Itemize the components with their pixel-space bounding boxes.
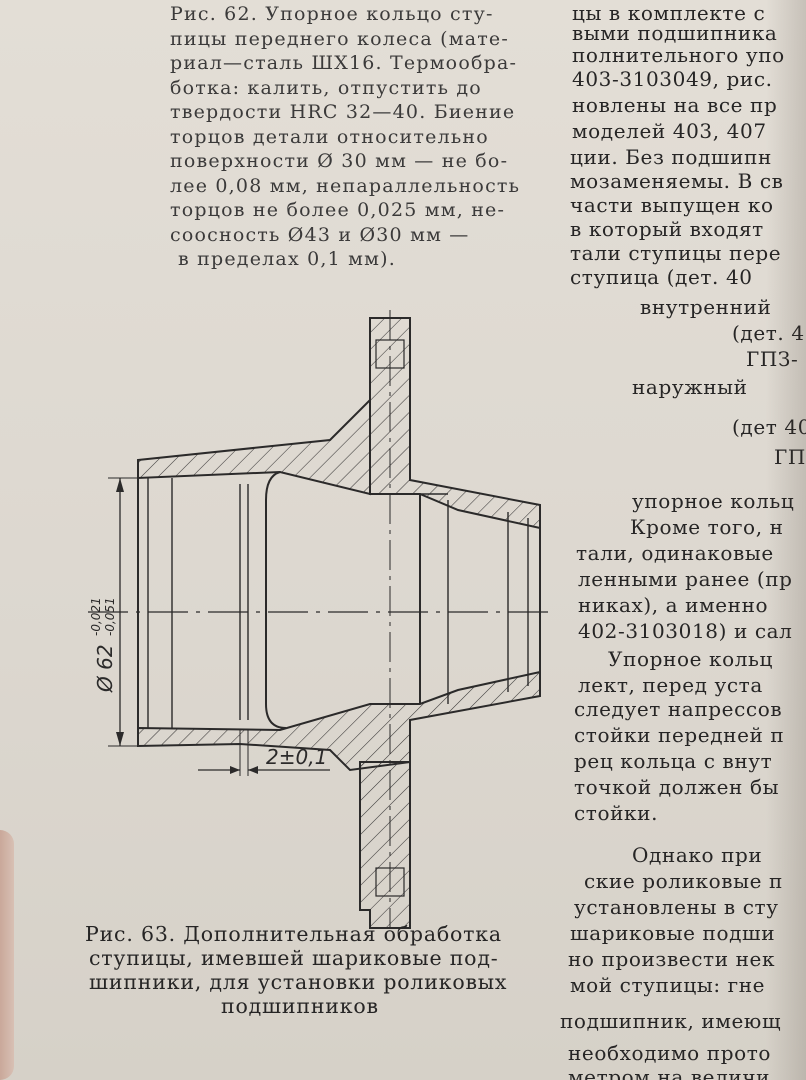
text-line: ГПЗ- — [746, 346, 798, 372]
arrow-head — [248, 766, 258, 774]
text-line: выми подшипника — [572, 21, 778, 45]
text-line: метром на величи — [568, 1065, 771, 1080]
flange-lower — [359, 761, 411, 929]
text-line: необходимо прото — [568, 1041, 772, 1065]
text-line: моделей 403, 407 — [572, 119, 767, 143]
caption-line: подшипников — [221, 994, 379, 1018]
offset-label: 2±0,1 — [266, 745, 327, 769]
text-line: в который входят — [570, 217, 764, 241]
text-line: рец кольца с внут — [574, 749, 773, 773]
caption-line: риал—сталь ШХ16. Термообра- — [170, 52, 518, 74]
text-line: мозаменяемы. В св — [570, 169, 784, 193]
text-line: (дет 40 — [732, 415, 806, 439]
caption-line: торцов детали относительно — [170, 125, 489, 148]
text-line: подшипник, имеющ — [560, 1009, 782, 1033]
text-line: (дет. 4 — [732, 321, 804, 345]
text-line: части выпущен ко — [570, 193, 774, 217]
text-line: точкой должен бы — [574, 775, 780, 799]
text-line: ленными ранее (пр — [578, 567, 793, 591]
arrow-head — [230, 766, 240, 774]
caption-line: лее 0,08 мм, непараллельность — [170, 174, 521, 197]
finger-edge — [0, 830, 14, 1080]
arrow-head — [116, 478, 124, 492]
text-line: шариковые подши — [570, 921, 776, 945]
text-line: полнительного упо — [572, 43, 785, 67]
text-line: 403-3103049, рис. — [572, 67, 773, 91]
text-line: Однако при — [632, 843, 763, 867]
page-shadow — [766, 0, 806, 1080]
text-line: тали, одинаковые — [576, 541, 774, 565]
text-line: Упорное кольц — [608, 647, 773, 671]
caption-line: Рис. 63. Дополнительная обработка — [85, 922, 502, 946]
hub-section-drawing: Ø 62 -0,021 -0,051 2±0,1 — [88, 310, 550, 929]
caption-line: шипники, для установки роликовых — [89, 970, 508, 994]
text-line: упорное кольц — [632, 489, 795, 513]
flange-upper — [369, 317, 541, 530]
text-line: стойки передней п — [574, 723, 785, 747]
caption-line: пицы переднего колеса (мате- — [170, 27, 509, 50]
tolerance-lower: -0,051 — [103, 597, 117, 636]
text-line: ГП — [774, 444, 806, 470]
tolerance-upper: -0,021 — [89, 597, 103, 636]
caption-line: поверхности Ø 30 мм — не бо- — [170, 150, 509, 172]
flange-hole — [375, 339, 405, 369]
right-text-column: цы в комплекте с выми подшипника полните… — [556, 0, 806, 1080]
text-line: мой ступицы: гне — [570, 973, 766, 997]
text-line: наружный — [632, 375, 748, 399]
body-wall-upper — [137, 397, 371, 496]
flange-hole — [375, 867, 405, 897]
caption-line: твердости HRC 32—40. Биение — [170, 101, 516, 123]
diameter-label: Ø 62 — [93, 644, 117, 693]
arrow-head — [116, 732, 124, 746]
text-line: ции. Без подшипн — [570, 145, 772, 169]
text-line: Кроме того, н — [630, 515, 784, 539]
text-line: ступица (дет. 40 — [570, 265, 753, 289]
body-wall-lower — [137, 670, 541, 772]
text-line: стойки. — [574, 801, 659, 825]
caption-line: в пределах 0,1 мм). — [178, 248, 396, 270]
text-line: новлены на все пр — [572, 93, 778, 117]
text-line: ские роликовые п — [584, 869, 783, 893]
text-line: лект, перед уста — [578, 673, 763, 697]
figure-62-caption: Рис. 62. Упорное кольцо сту- пицы передн… — [170, 2, 560, 272]
text-line: никах), а именно — [578, 593, 769, 617]
text-line: но произвести нек — [568, 947, 776, 971]
caption-line: ступицы, имевшей шариковые под- — [89, 946, 499, 970]
figure-63-caption: Рис. 63. Дополнительная обработка ступиц… — [85, 922, 555, 1018]
text-line: внутренний — [640, 295, 772, 319]
caption-line: Рис. 62. Упорное кольцо сту- — [170, 3, 494, 25]
caption-line: торцов не более 0,025 мм, не- — [170, 199, 506, 221]
caption-line: соосность Ø43 и Ø30 мм — — [170, 223, 470, 246]
text-line: следует напрессов — [574, 697, 783, 721]
caption-line: ботка: калить, отпустить до — [170, 76, 482, 99]
text-line: тали ступицы пере — [570, 241, 782, 265]
inner-bore — [265, 471, 287, 729]
text-line: цы в комплекте с — [572, 1, 766, 25]
text-line: 402-3103018) и сал — [578, 619, 793, 643]
text-line: установлены в сту — [574, 895, 779, 919]
diameter-label-group: Ø 62 -0,021 -0,051 — [89, 597, 117, 693]
